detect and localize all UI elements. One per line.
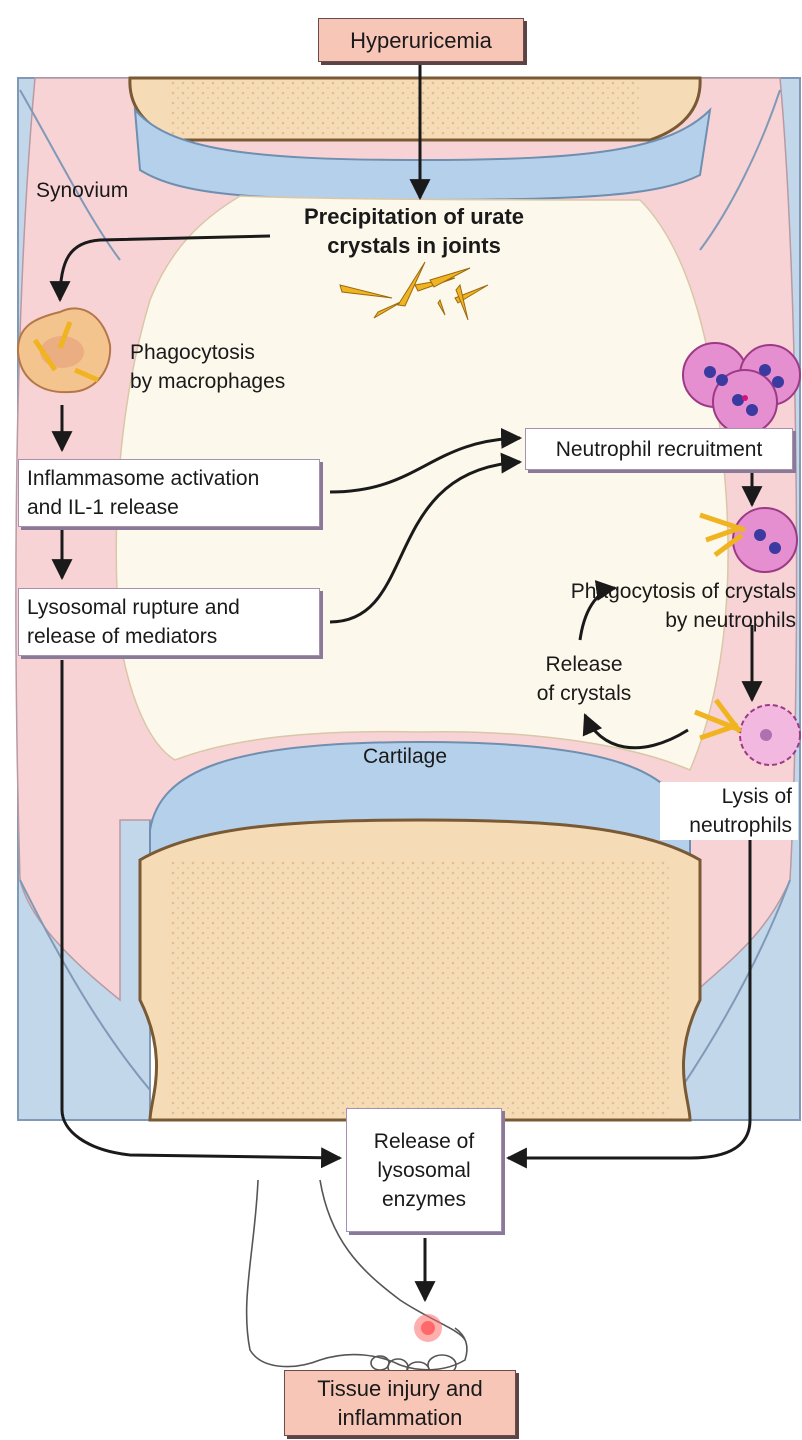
release-enzymes-box: Release of lysosomal enzymes	[346, 1108, 502, 1232]
lysosomal-rupture-box: Lysosomal rupture and release of mediato…	[18, 588, 320, 656]
phagocytosis-macrophages-label: Phagocytosis by macrophages	[130, 338, 285, 396]
release-crystals-label: Release of crystals	[516, 650, 652, 708]
tissue-injury-label: Tissue injury and inflammation	[317, 1374, 482, 1432]
synovium-label: Synovium	[36, 176, 128, 205]
inflammasome-label: Inflammasome activation and IL-1 release	[27, 464, 259, 522]
lysosomal-rupture-label: Lysosomal rupture and release of mediato…	[27, 593, 240, 651]
hyperuricemia-box: Hyperuricemia	[318, 18, 524, 62]
release-enzymes-label: Release of lysosomal enzymes	[374, 1127, 474, 1214]
cartilage-label: Cartilage	[340, 742, 470, 771]
lysis-neutrophils-label: Lysis of neutrophils	[660, 782, 798, 840]
inflammasome-box: Inflammasome activation and IL-1 release	[18, 459, 320, 527]
neutrophil-recruitment-label: Neutrophil recruitment	[556, 435, 763, 464]
phagocytosis-neutrophils-label: Phagocytosis of crystals by neutrophils	[514, 577, 796, 635]
neutrophil-recruitment-box: Neutrophil recruitment	[525, 428, 793, 470]
hyperuricemia-label: Hyperuricemia	[350, 26, 492, 55]
tissue-injury-box: Tissue injury and inflammation	[284, 1370, 516, 1436]
precipitation-label: Precipitation of urate crystals in joint…	[274, 202, 554, 260]
